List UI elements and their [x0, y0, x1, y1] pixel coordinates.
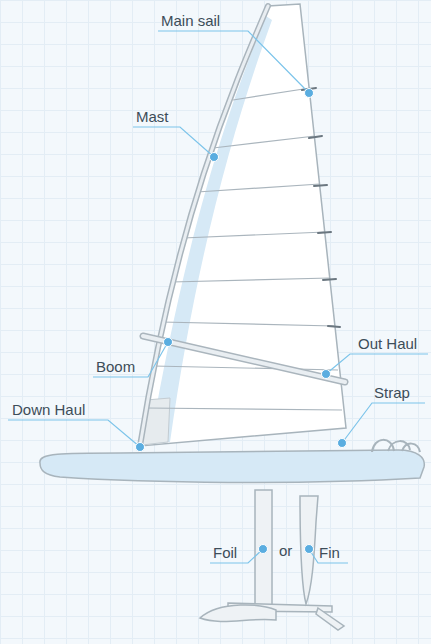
part-label: Down Haul [12, 401, 85, 419]
leader-dots [136, 89, 347, 554]
part-label: Foil [213, 544, 237, 562]
part-label: Fin [319, 544, 340, 562]
foil [200, 490, 344, 630]
mast-highlight [140, 6, 268, 446]
part-label: Out Haul [358, 335, 417, 353]
foot-straps [372, 440, 420, 452]
board [40, 450, 424, 482]
part-label: Main sail [161, 12, 220, 30]
sail-shape [140, 4, 346, 446]
part-label: or [279, 542, 292, 560]
mast [140, 6, 268, 446]
boom [143, 336, 345, 382]
part-label: Strap [374, 384, 410, 402]
fin [300, 496, 318, 604]
luff-sleeve [150, 16, 272, 444]
part-label: Boom [96, 358, 135, 376]
leader-lines [8, 31, 428, 563]
batten-tips [302, 88, 340, 327]
part-label: Mast [136, 108, 169, 126]
boom-highlight [143, 336, 345, 382]
